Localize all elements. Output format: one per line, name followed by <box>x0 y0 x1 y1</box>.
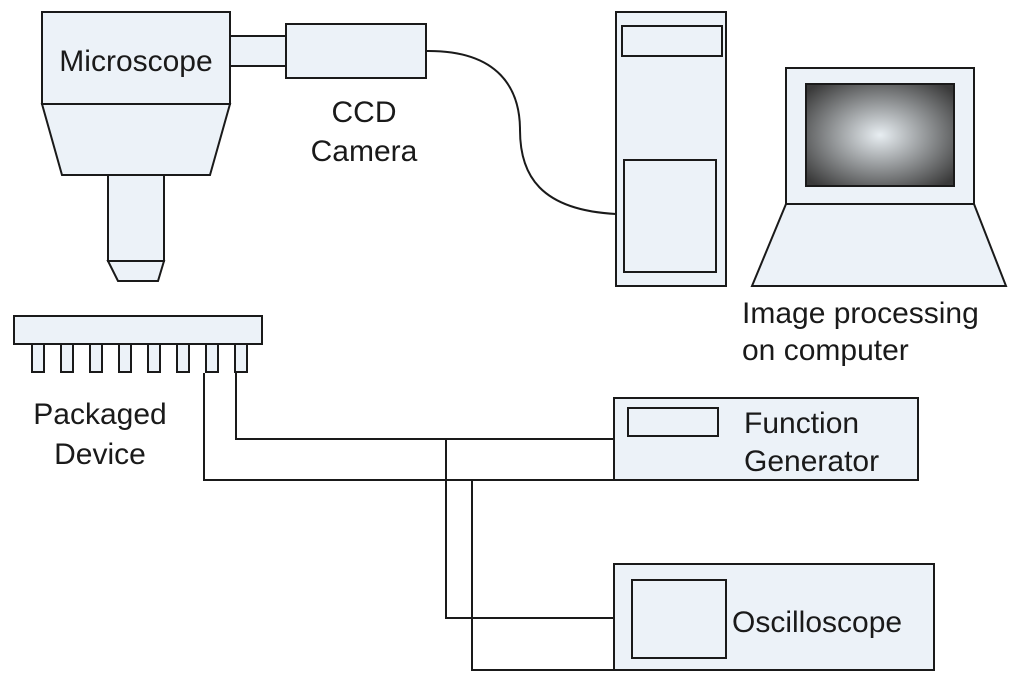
device-pin <box>31 343 45 373</box>
device-pin <box>60 343 74 373</box>
oscilloscope-screen <box>631 579 727 659</box>
device-pin <box>234 343 248 373</box>
oscilloscope: Oscilloscope <box>613 563 935 671</box>
ccd-camera-body <box>285 23 427 79</box>
microscope: Microscope <box>40 11 287 282</box>
tower-drive-bay <box>621 25 723 57</box>
oscilloscope-label: Oscilloscope <box>732 606 902 639</box>
laptop-icon: Image processing on computer <box>742 67 1008 367</box>
device-pin <box>176 343 190 373</box>
wire-signal-to-oscilloscope <box>445 439 614 619</box>
ccd-camera: CCD Camera <box>285 23 427 168</box>
device-pin <box>205 343 219 373</box>
microscope-objective <box>106 260 166 282</box>
device-pin <box>147 343 161 373</box>
packaged-device: Packaged Device <box>13 315 263 471</box>
device-pins <box>31 343 248 373</box>
function-generator: Function Generator <box>613 397 919 481</box>
tower-panel <box>623 159 717 273</box>
ccd-camera-label-line2: Camera <box>311 135 418 168</box>
microscope-body <box>41 11 231 105</box>
camera-computer-cable <box>425 49 617 215</box>
laptop-screen <box>805 83 955 187</box>
laptop-base <box>750 203 1008 287</box>
ccd-camera-label-line1: CCD <box>332 96 397 129</box>
function-generator-label-line1: Function <box>744 407 859 440</box>
microscope-camera-port <box>229 35 287 67</box>
function-generator-display <box>627 407 719 437</box>
laptop-label-line2: on computer <box>742 334 909 367</box>
wire-pin7-to-function-generator <box>203 373 614 481</box>
device-pin <box>89 343 103 373</box>
microscope-head <box>40 103 232 176</box>
microscope-label: Microscope <box>59 45 212 78</box>
device-label-line1: Packaged <box>33 398 166 431</box>
wire-ground-to-oscilloscope <box>471 480 614 671</box>
microscope-tube <box>107 174 165 262</box>
laptop-label-line1: Image processing <box>742 297 979 330</box>
device-pin <box>118 343 132 373</box>
function-generator-label-line2: Generator <box>744 445 879 478</box>
wire-pin8-to-function-generator <box>235 373 614 440</box>
device-body <box>13 315 263 345</box>
computer-tower-icon <box>615 11 727 287</box>
device-label-line2: Device <box>54 438 146 471</box>
